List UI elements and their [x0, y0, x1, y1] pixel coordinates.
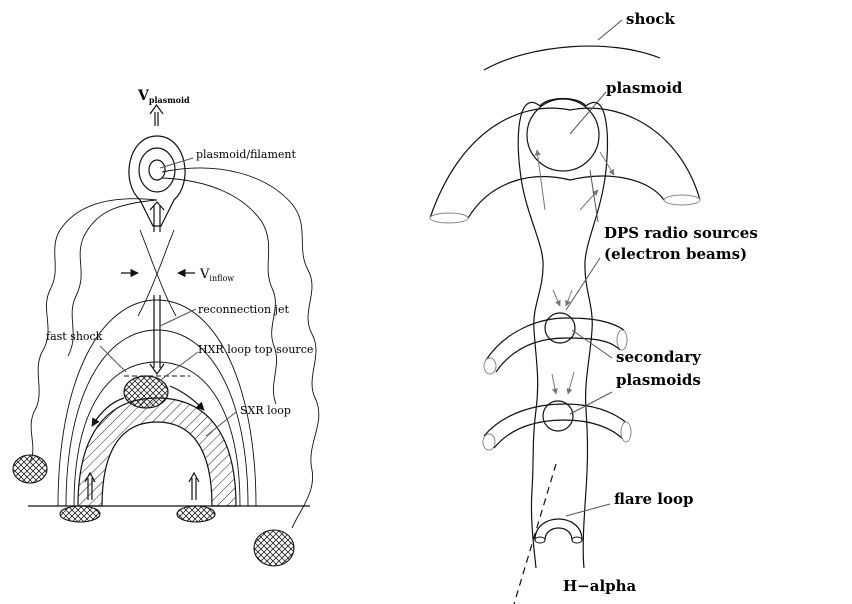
current-sheet-outline	[518, 99, 607, 569]
footpoint-source-right	[177, 506, 215, 522]
shock-leader	[598, 20, 622, 40]
reconnection-jets	[150, 202, 164, 374]
flare-loop-leader	[566, 504, 610, 516]
reconnection-jet-label: reconnection jet	[198, 303, 289, 316]
flow-arrow-down-1	[553, 290, 560, 306]
fast-shock-label: fast shock	[46, 330, 103, 343]
x-point	[121, 230, 195, 316]
dps-leader-1	[590, 170, 598, 222]
reconnection-jet-leader	[160, 309, 196, 326]
v-inflow-label: Vinflow	[199, 267, 234, 283]
remote-source-right	[254, 530, 294, 566]
flow-arrow-down-4	[568, 372, 574, 394]
flare-loop-label: flare loop	[614, 490, 694, 508]
remote-source-left	[13, 455, 47, 483]
flux-rope-arch	[430, 108, 700, 223]
plasmoid-filament-label: plasmoid/filament	[196, 148, 297, 161]
secondary-tube-upper	[484, 318, 627, 374]
h-alpha-label: H−alpha	[563, 577, 637, 595]
shock-label: shock	[626, 10, 675, 28]
flare-loop-foot-right	[572, 537, 582, 543]
fast-shock-leader	[100, 346, 126, 372]
right-panel: shock plasmoid DPS radio sources (electr…	[430, 10, 758, 604]
v-plasmoid-label: Vplasmoid	[137, 88, 190, 105]
sxr-loop	[78, 398, 236, 506]
left-panel: Vplasmoid plasmoid/filament Vinflow reco…	[13, 88, 319, 566]
hxr-loop-top-label: HXR loop top source	[198, 343, 313, 356]
plasmoid-filament	[129, 136, 193, 226]
flare-loop-foot-left	[535, 537, 545, 543]
plasmoid-label: plasmoid	[606, 79, 683, 97]
main-plasmoid	[527, 99, 599, 171]
sxr-loop-label: SXR loop	[240, 404, 291, 417]
shock-arc	[484, 46, 660, 70]
v-plasmoid-arrow	[150, 105, 163, 126]
secondary-tube-lower	[483, 404, 631, 450]
flow-arrow-down-3	[552, 374, 556, 394]
flow-arrow-up-left	[537, 150, 545, 210]
hxr-leader	[158, 352, 198, 382]
h-alpha-line	[514, 464, 556, 604]
secondary-plasmoid-lower	[543, 401, 573, 431]
dps-label-line2: (electron beams)	[604, 245, 747, 263]
secondary-label-line1: secondary	[616, 348, 702, 366]
flow-arrow-down-2	[566, 290, 572, 306]
footpoint-source-left	[60, 506, 100, 522]
dps-label-line1: DPS radio sources	[604, 224, 758, 242]
plasmoid-leader	[570, 92, 606, 134]
secondary-label-line2: plasmoids	[616, 371, 701, 389]
hxr-loop-top-source	[124, 376, 168, 408]
dps-leader-2	[566, 258, 600, 310]
